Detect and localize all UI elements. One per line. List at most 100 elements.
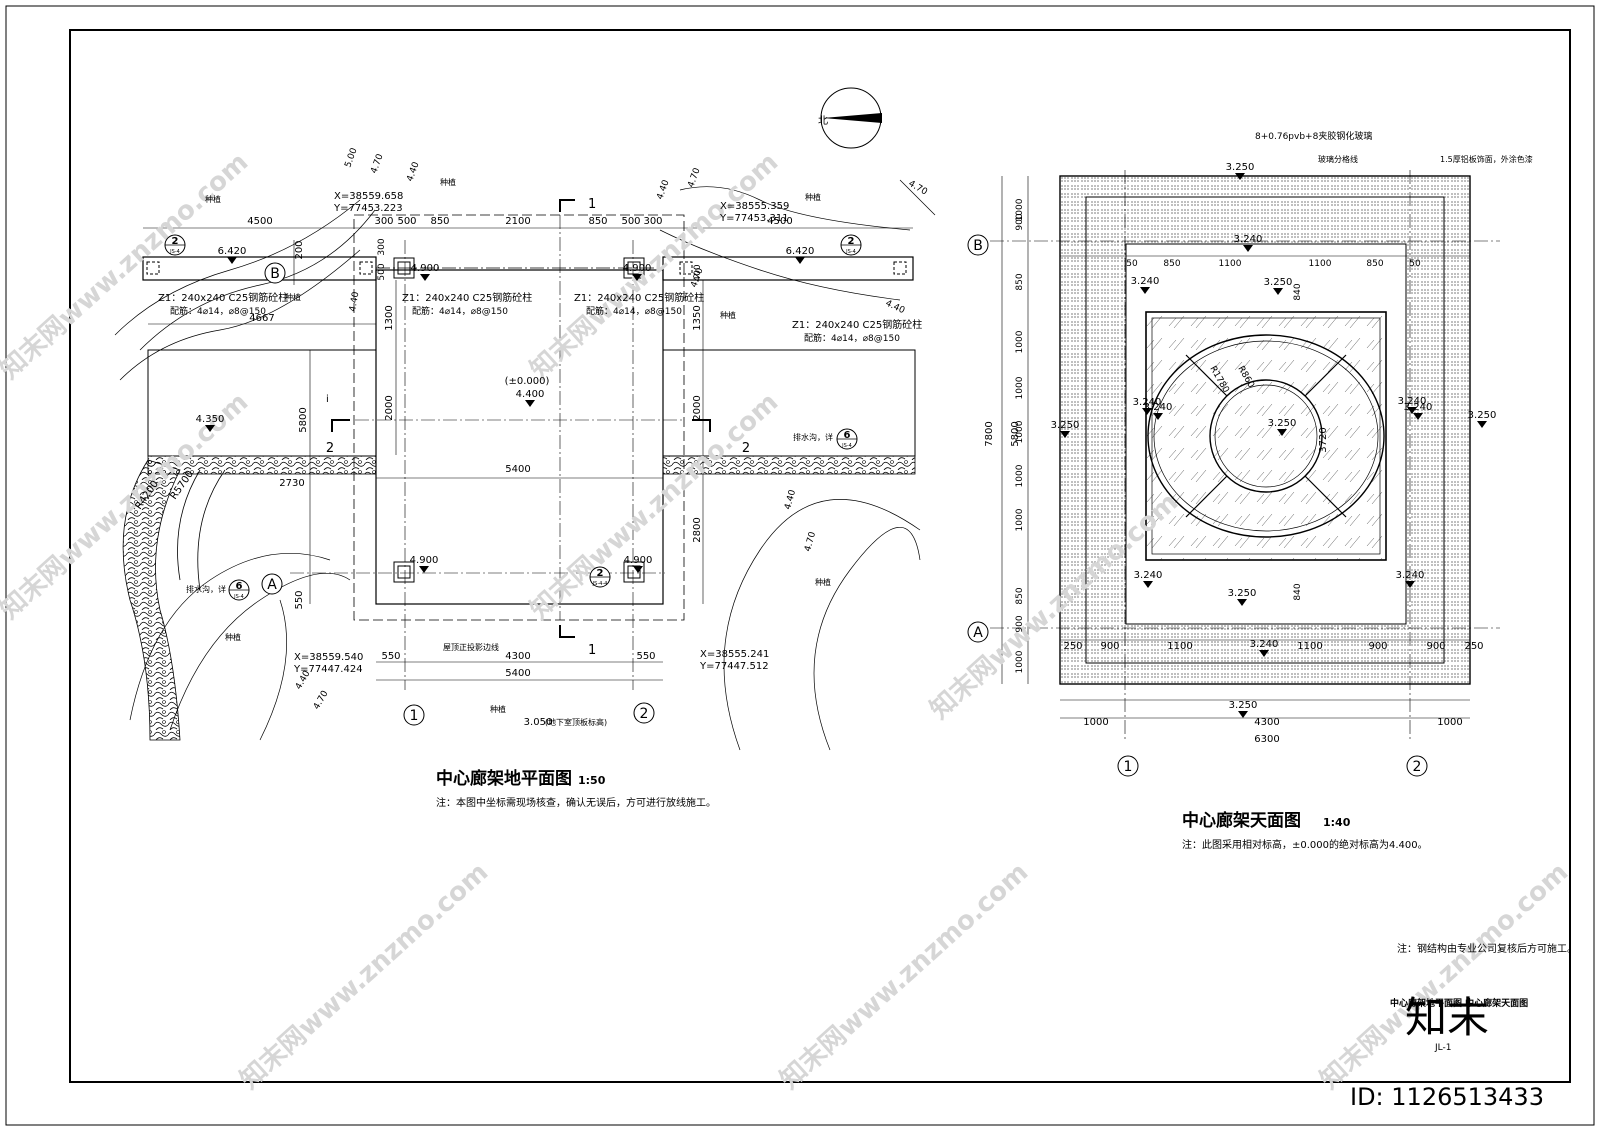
right-drawing-note: 注：此图采用相对标高，±0.000的绝对标高为4.400。 — [1182, 838, 1428, 851]
dimension-text: 850 — [1015, 587, 1025, 604]
dimension-text: 900 — [1368, 641, 1387, 652]
elevation-marker — [1140, 287, 1150, 294]
roof-elevation-label: 3.250 — [1226, 162, 1255, 173]
dimension-text: 2800 — [692, 517, 703, 542]
dimension-text: 1000 — [1015, 464, 1025, 487]
watermark-id: ID: 1126513433 — [1350, 1083, 1544, 1111]
dimension-text: 4667 — [249, 313, 274, 324]
roof-axis-bubble-a — [967, 621, 989, 643]
glass-label: 8+0.76pvb+8夹胶钢化玻璃 — [1255, 130, 1372, 142]
inner-border — [69, 29, 1571, 1083]
column-rebar: 配筋：4⌀14，⌀8@150 — [412, 305, 508, 317]
elevation-marker — [1153, 413, 1163, 420]
dimension-text: 300 — [377, 238, 387, 255]
coordinate-label: Y=77447.424 — [293, 664, 363, 675]
roof-axis-bubble-a-label: A — [973, 625, 983, 641]
elevation-label: 4.900 — [410, 555, 439, 566]
beam-left — [142, 256, 377, 281]
axis-bubble-1-label: 1 — [410, 708, 419, 724]
section-mark: 2 — [326, 441, 334, 456]
elevation-marker — [420, 274, 430, 281]
dimension-text: 50 — [1409, 259, 1421, 269]
elevation-marker — [1273, 288, 1283, 295]
dimension-text: 400 — [693, 264, 703, 281]
elevation-marker — [1060, 431, 1070, 438]
dimension-text: 1000 — [1015, 376, 1025, 399]
dimension-text: 200 — [294, 240, 305, 259]
svg-text:知末网www.znzmo.com: 知末网www.znzmo.com — [235, 857, 495, 1095]
roof-axis-bubble-1-label: 1 — [1124, 759, 1133, 775]
roof-elevation-label: 3.240 — [1144, 402, 1173, 413]
roof-elevation-label: 3.240 — [1133, 397, 1162, 408]
dimension-text: 900 — [1015, 213, 1025, 230]
dimension-text: 500 — [397, 216, 416, 227]
elevation-marker — [633, 566, 643, 573]
dimension-text: 2000 — [384, 395, 395, 420]
dimension-text: 2000 — [692, 395, 703, 420]
slope-mark: i — [326, 394, 329, 405]
dimension-text: 5800 — [298, 407, 309, 432]
roof-elevation-label: 3.250 — [1468, 410, 1497, 421]
roof-elevation-label: 3.240 — [1134, 570, 1163, 581]
frame-label: 1.5厚铝板饰面，外涂色漆 — [1440, 154, 1533, 164]
dimension-text: 1300 — [384, 305, 395, 330]
coordinate-label: X=38559.540 — [294, 652, 363, 663]
dimension-text: 1000 — [1083, 717, 1108, 728]
coordinate-label: X=38555.241 — [700, 649, 769, 660]
elevation-marker — [632, 274, 642, 281]
elevation-marker — [1237, 599, 1247, 606]
north-label: 北 — [818, 115, 828, 127]
detail-ref-number: 2 — [848, 236, 855, 247]
elevation-marker — [1277, 429, 1287, 436]
glass-ring-outer — [1147, 334, 1385, 538]
contour-label: 4.40 — [884, 299, 907, 317]
dimension-text: 550 — [381, 651, 400, 662]
roof-elevation-label: 3.250 — [1051, 420, 1080, 431]
beam-right — [662, 256, 914, 281]
roof-elevation-label: 3.250 — [1268, 418, 1297, 429]
dimension-text: 50 — [1126, 259, 1138, 269]
sheet-note: 注：钢结构由专业公司复核后方可施工。 — [1397, 942, 1577, 955]
detail-ref-sheet: JS-4 — [233, 594, 244, 600]
coordinate-label: Y=77453.223 — [333, 203, 403, 214]
coordinate-label: Y=77447.512 — [699, 661, 769, 672]
plant-label: 种植 — [285, 292, 301, 302]
dimension-text: 550 — [636, 651, 655, 662]
dimension-text: 4500 — [247, 216, 272, 227]
column-spec: Z1：240x240 C25钢筋砼柱 — [158, 291, 288, 304]
dimension-text: 5400 — [505, 464, 530, 475]
contour-label: 4.40 — [655, 179, 671, 202]
right-drawing-scale: 1:40 — [1323, 816, 1351, 829]
detail-ref-number: 6 — [236, 581, 243, 592]
elevation-label: 6.420 — [786, 246, 815, 257]
column-spec: Z1：240x240 C25钢筋砼柱 — [792, 318, 922, 331]
contour-label: 4.70 — [689, 267, 705, 290]
left-drawing-scale: 1:50 — [578, 774, 606, 787]
elevation-marker — [1142, 408, 1152, 415]
section-cut-marks — [331, 199, 711, 638]
elevation-marker — [795, 257, 805, 264]
roof-elevation-label: 3.250 — [1228, 588, 1257, 599]
roof-elevation-label: 3.250 — [1264, 277, 1293, 288]
elevation-label: 4.900 — [411, 263, 440, 274]
right-drawing-title: 中心廊架天面图 — [1182, 810, 1301, 831]
dimension-text: 850 — [588, 216, 607, 227]
dimension-text: 300 — [643, 216, 662, 227]
roof-axes — [990, 170, 1500, 740]
dimension-text: 840 — [1293, 283, 1303, 300]
dimension-text: 850 — [430, 216, 449, 227]
elevation-marker — [1243, 245, 1253, 252]
dimension-text: 850 — [1163, 259, 1180, 269]
elevation-marker — [1238, 711, 1248, 718]
section-mark: 1 — [588, 197, 596, 212]
elevation-marker — [1405, 581, 1415, 588]
roof-axis-bubble-2-label: 2 — [1413, 759, 1422, 775]
plant-label: 种植 — [225, 632, 241, 642]
detail-ref-sheet: JS-4 — [169, 249, 180, 255]
dimension-text: 500 — [377, 263, 387, 280]
curved-wall-line-2 — [197, 469, 226, 591]
elevation-marker — [227, 257, 237, 264]
elevation-marker — [1235, 173, 1245, 180]
plant-label: 种植 — [490, 704, 506, 714]
